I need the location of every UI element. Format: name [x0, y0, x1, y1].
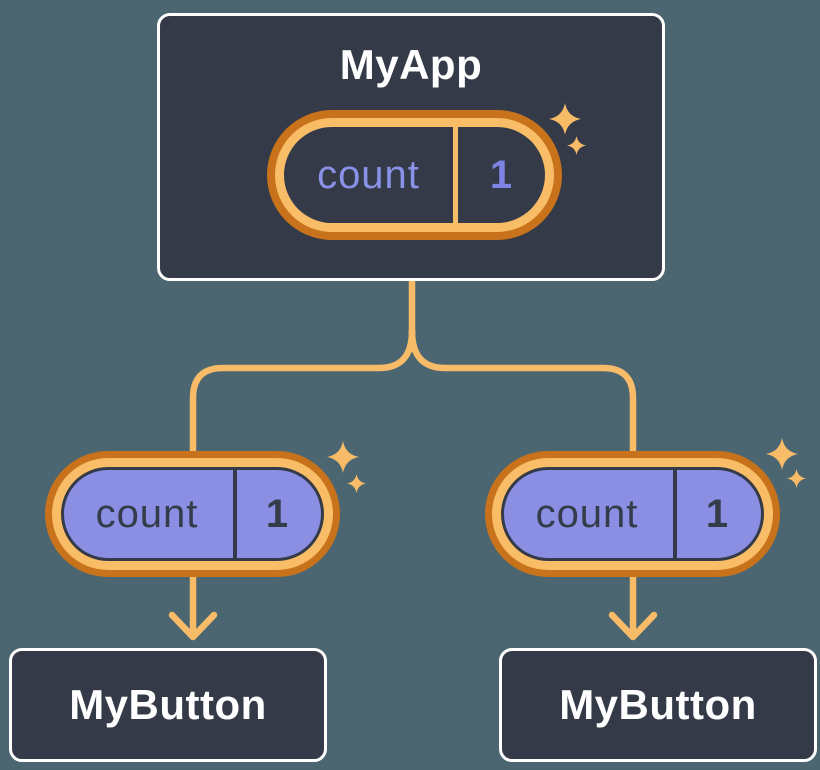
prop-pill-label: count [95, 491, 199, 536]
pill-outline: count 1 [501, 467, 764, 561]
child-component-title: MyButton [559, 681, 757, 728]
prop-pill-right: count 1 [485, 451, 780, 577]
sparkle-icon [327, 441, 359, 473]
prop-pill-label: count [535, 491, 639, 536]
state-pill: count 1 [267, 110, 562, 240]
state-pill-label: count [317, 152, 420, 197]
prop-pill-value: 1 [705, 491, 730, 536]
sparkle-icon [347, 474, 366, 493]
sparkle-icon [567, 136, 586, 155]
pill-fill [64, 470, 321, 558]
pill-fill [504, 470, 761, 558]
child-component-title: MyButton [69, 681, 267, 728]
sparkle-icon [787, 469, 806, 488]
pill-divider [453, 127, 458, 223]
pill-divider [673, 467, 677, 561]
child-component-box-left: MyButton [9, 648, 327, 762]
pill-divider [233, 467, 237, 561]
root-component-title: MyApp [339, 41, 483, 88]
arrow-down-icon [608, 611, 658, 641]
sparkle-icon [766, 438, 798, 470]
state-pill-value: 1 [489, 152, 514, 197]
sparkle-icon [549, 103, 581, 135]
arrow-down-icon [168, 611, 218, 641]
right-branch-line [408, 327, 637, 636]
prop-pill-value: 1 [265, 491, 290, 536]
pill-interior: count 1 [284, 127, 545, 223]
pill-outline: count 1 [61, 467, 324, 561]
left-branch-line [189, 327, 416, 636]
prop-pill-left: count 1 [45, 451, 340, 577]
child-component-box-right: MyButton [499, 648, 817, 762]
